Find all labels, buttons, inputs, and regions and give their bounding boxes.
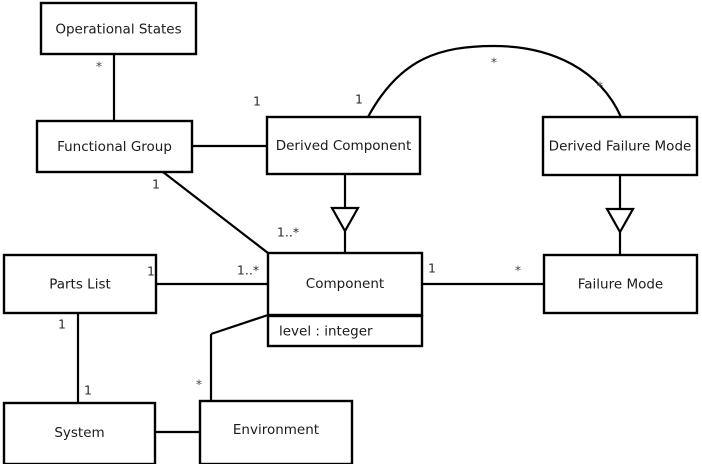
class-name-environment: Environment bbox=[233, 422, 319, 438]
multiplicity-system-top: 1 bbox=[84, 383, 92, 398]
class-box-component[interactable]: Component level : integer bbox=[266, 251, 424, 348]
hollow-triangle-icon-derived-component bbox=[330, 206, 360, 234]
class-name-operational-states: Operational States bbox=[55, 22, 181, 38]
class-name-derived-component: Derived Component bbox=[276, 138, 412, 154]
class-box-rect-parts-list bbox=[2, 253, 158, 315]
multiplicity-component-right: 1 bbox=[428, 261, 436, 276]
multiplicity-environment-top: * bbox=[196, 377, 202, 392]
class-box-environment[interactable]: Environment bbox=[198, 399, 354, 464]
class-name-component: Component bbox=[306, 276, 384, 292]
class-box-rect-system bbox=[2, 401, 157, 464]
multiplicity-derived-component-left: 1 bbox=[253, 94, 261, 109]
link-component-environment-diagonal bbox=[210, 313, 269, 336]
class-box-failure-mode[interactable]: Failure Mode bbox=[542, 253, 699, 315]
link-derived-component-derived-failure-mode bbox=[367, 44, 623, 118]
class-box-derived-failure-mode[interactable]: Derived Failure Mode bbox=[541, 115, 699, 177]
class-name-parts-list: Parts List bbox=[49, 277, 111, 293]
class-box-operational-states[interactable]: Operational States bbox=[39, 1, 198, 56]
class-name-functional-group: Functional Group bbox=[57, 139, 172, 155]
class-name-derived-failure-mode: Derived Failure Mode bbox=[549, 139, 692, 155]
multiplicity-failure-mode-left: * bbox=[515, 263, 521, 278]
class-box-rect-derived-component bbox=[265, 115, 422, 176]
class-name-system: System bbox=[54, 425, 104, 441]
class-box-rect-derived-failure-mode bbox=[541, 115, 699, 177]
multiplicity-component-left: 1..* bbox=[237, 263, 259, 278]
multiplicity-functional-group-bottom: 1 bbox=[152, 177, 160, 192]
class-box-rect-environment bbox=[198, 399, 354, 464]
multiplicity-curve-middle: * bbox=[491, 55, 497, 70]
class-box-rect-failure-mode bbox=[542, 253, 699, 315]
class-box-system[interactable]: System bbox=[2, 401, 157, 464]
class-box-rect-operational-states bbox=[39, 1, 198, 56]
class-box-rect-functional-group bbox=[35, 119, 194, 174]
multiplicity-parts-list-bottom: 1 bbox=[58, 317, 66, 332]
multiplicity-curve-derived-component-end: 1 bbox=[355, 92, 363, 107]
class-box-parts-list[interactable]: Parts List bbox=[2, 253, 158, 315]
class-name-failure-mode: Failure Mode bbox=[578, 277, 664, 293]
link-functional-group-component bbox=[162, 171, 269, 254]
class-box-functional-group[interactable]: Functional Group bbox=[35, 119, 194, 174]
multiplicity-component-top-left: 1..* bbox=[277, 225, 299, 240]
multiplicity-curve-derived-failure-mode-end: * bbox=[597, 79, 603, 94]
class-attribute-compartment-component bbox=[266, 314, 424, 348]
class-attribute-component-level: level : integer bbox=[279, 324, 373, 340]
class-box-derived-component[interactable]: Derived Component bbox=[265, 115, 422, 176]
hollow-triangle-icon-derived-failure-mode bbox=[605, 207, 635, 235]
multiplicity-parts-list-right: 1 bbox=[147, 264, 155, 279]
multiplicity-operational-states: * bbox=[96, 59, 102, 74]
